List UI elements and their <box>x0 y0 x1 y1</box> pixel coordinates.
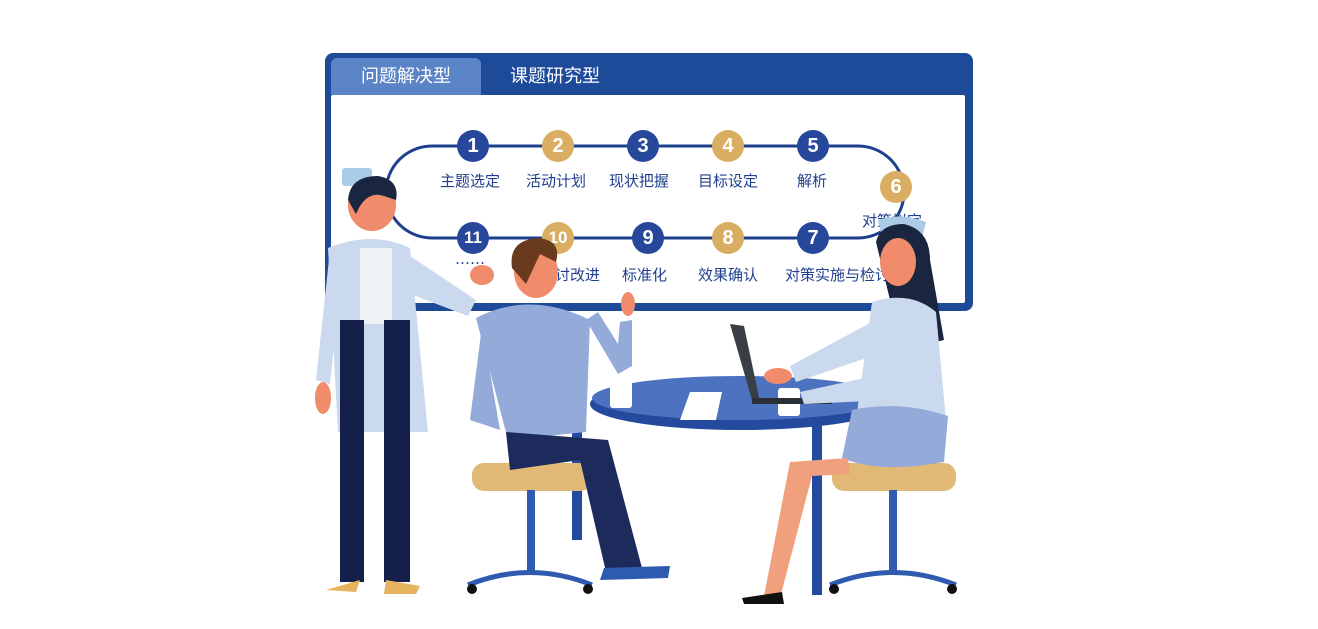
step-7-number: 7 <box>797 222 829 254</box>
step-1-number: 1 <box>457 130 489 162</box>
step-4-label: 目标设定 <box>698 172 759 190</box>
board-content <box>331 95 965 303</box>
step-4-number: 4 <box>712 130 744 162</box>
step-11-label: …… <box>455 250 485 268</box>
seated-man <box>470 238 670 580</box>
step-8-label: 效果确认 <box>698 266 759 284</box>
tab-topic-research[interactable]: 课题研究型 <box>510 66 600 87</box>
step-8-number: 8 <box>712 222 744 254</box>
step-5-label: 解析 <box>797 172 828 190</box>
process-board: 问题解决型 课题研究型 <box>325 53 973 311</box>
step-9-label: 标准化 <box>622 266 668 284</box>
step-3-label: 现状把握 <box>609 172 670 190</box>
step-11-number: 11 <box>457 222 489 254</box>
standing-nurse <box>315 168 494 594</box>
right-stool <box>829 463 957 594</box>
step-2-label: 活动计划 <box>526 172 587 190</box>
step-5-number: 5 <box>797 130 829 162</box>
step-3-number: 3 <box>627 130 659 162</box>
step-1-label: 主题选定 <box>440 172 501 190</box>
step-9-number: 9 <box>632 222 664 254</box>
left-stool <box>467 463 593 594</box>
tab-problem-solving[interactable]: 问题解决型 <box>331 58 481 95</box>
step-2-number: 2 <box>542 130 574 162</box>
step-6-number: 6 <box>880 171 912 203</box>
seated-nurse <box>742 216 948 604</box>
step-7-label: 对策实施与检讨 <box>785 266 891 284</box>
